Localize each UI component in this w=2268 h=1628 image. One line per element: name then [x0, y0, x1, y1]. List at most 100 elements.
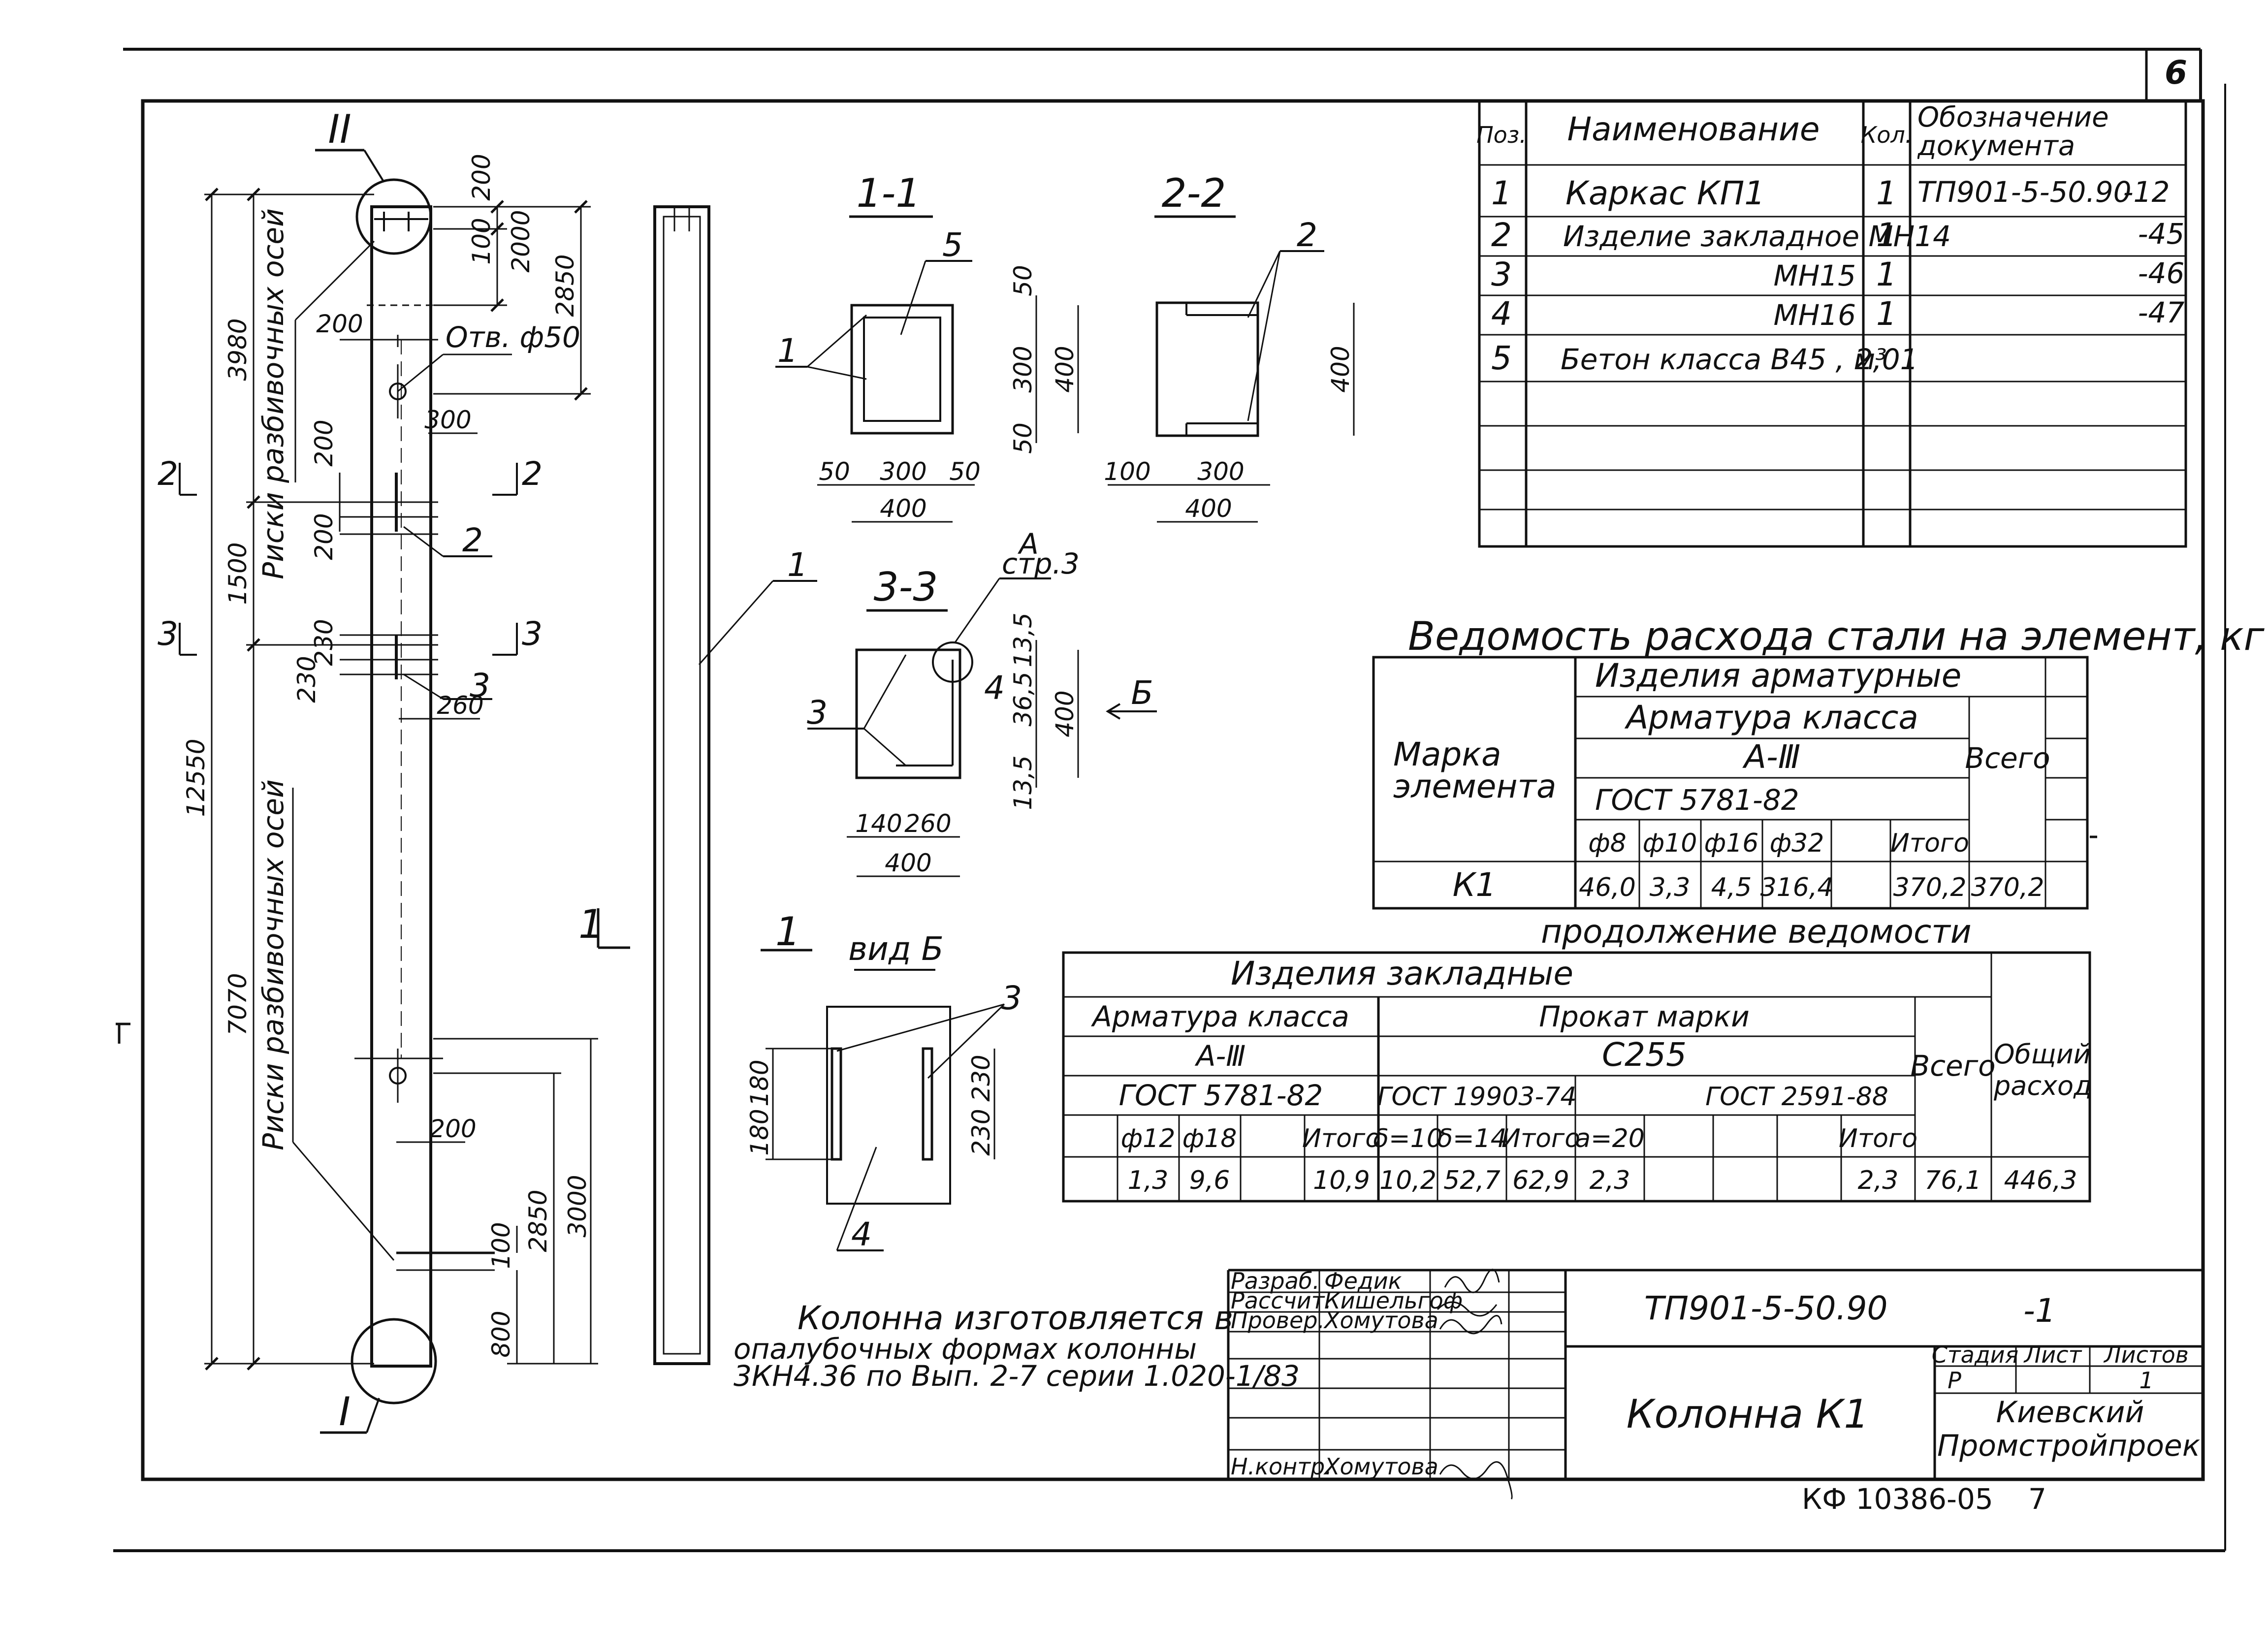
embed-col-d14: δ=14	[1437, 1124, 1507, 1153]
note-line-2: опалубочных формах колонны	[734, 1332, 1197, 1366]
steel-mark-header-2: элемента	[1393, 767, 1556, 805]
dim-3000: 3000	[563, 1175, 592, 1237]
tb-role-3: Провер.	[1231, 1307, 1325, 1334]
spec-row5-pos: 5	[1491, 339, 1512, 377]
spec-row4-pos: 4	[1491, 295, 1512, 333]
steel-total-header: Всего	[1965, 741, 2050, 775]
s11-dim-h1: 50	[1009, 265, 1037, 296]
cut-3-left: 3	[158, 615, 178, 653]
section-3-3: 3-3 А стр.3 3 4 140 260 400 13,5 36,5 13…	[807, 527, 1157, 877]
embed-total-header: Всего	[1910, 1049, 1995, 1083]
embed-table-title: продолжение ведомости	[1541, 913, 1972, 951]
detail-a-label: А	[1017, 527, 1039, 561]
dim-200-low: 200	[429, 1115, 476, 1143]
dim-2000: 2000	[507, 210, 535, 272]
s11-dim-h2: 300	[1009, 346, 1037, 392]
s11-dim-a: 50	[819, 457, 850, 486]
spec-row2-doc-suffix: -45	[2138, 217, 2185, 251]
node-i-label: I	[339, 1389, 351, 1435]
s33-dim-h2: 36,5	[1009, 671, 1037, 726]
section-1-1-title: 1-1	[857, 170, 921, 216]
manufacturing-note: Колонна изготовляется в опалубочных форм…	[734, 1299, 1300, 1393]
signature-2	[1437, 1301, 1498, 1317]
s22-dim-h: 400	[1326, 346, 1355, 392]
spec-row4-name: МН16	[1774, 298, 1856, 332]
embed-values: 1,3 9,6 10,9 10,2 52,7 62,9 2,3 2,3 76,1…	[1128, 1166, 2077, 1195]
embed-val-d14: 52,7	[1443, 1166, 1501, 1195]
hole-label: Отв. ф50	[446, 320, 580, 354]
sheet-frame: 6 КФ 10386-05 7	[113, 48, 2226, 1552]
section-3-3-title: 3-3	[874, 564, 938, 610]
pos-2-sec: 2	[1297, 216, 1317, 254]
signature-3	[1439, 1315, 1502, 1335]
pos-4-vb: 4	[851, 1215, 872, 1253]
embed-val-itogo-1: 10,9	[1313, 1166, 1370, 1195]
page-number: 6	[2165, 54, 2187, 92]
dim-200b: 200	[310, 419, 338, 466]
steel-gost: ГОСТ 5781-82	[1595, 783, 1799, 817]
embed-col-headers: ф12 ф18 Итого δ=10 δ=14 Итого а=20 Итого	[1121, 1124, 1917, 1153]
spec-row3-pos: 3	[1491, 255, 1512, 293]
spec-row1-pos: 1	[1491, 174, 1512, 212]
tb-sheet-label: Лист	[2023, 1341, 2082, 1368]
note-line-1: Колонна изготовляется в	[798, 1299, 1233, 1337]
spec-row4-doc-suffix: -47	[2138, 296, 2185, 329]
pos-2-label: 2	[462, 521, 483, 559]
cut-1-elev: 1	[578, 901, 604, 947]
archive-code: КФ 10386-05	[1802, 1482, 1993, 1516]
s11-dim-h3: 50	[1009, 422, 1037, 454]
embed-val-itogo-2: 62,9	[1512, 1166, 1569, 1195]
spec-row5-qty: 2,01	[1854, 343, 1918, 376]
dim-total-height: 12550	[182, 738, 210, 817]
embed-rolled-gost-2: ГОСТ 2591-88	[1705, 1082, 1888, 1112]
spec-row3-name: МН15	[1774, 259, 1856, 292]
vb-dim-d: 230	[967, 1109, 995, 1155]
steel-val-f32: 316,4	[1760, 873, 1834, 902]
node-ii-circle	[355, 178, 432, 255]
vb-dim-a: 180	[745, 1059, 774, 1106]
steel-mark-header-1: Марка	[1393, 735, 1501, 773]
embed-val-total: 76,1	[1924, 1166, 1981, 1195]
embed-col-itogo-3: Итого	[1839, 1124, 1917, 1153]
cut-3-right: 3	[522, 615, 543, 653]
view-b-title: вид Б	[848, 930, 944, 968]
tb-role-7: Н.контр.	[1231, 1453, 1332, 1480]
column-elevation: II I 12550 3980 1500 7070 2	[158, 106, 630, 1435]
spec-row4-qty: 1	[1876, 295, 1897, 333]
view-b-mark: 1	[775, 909, 800, 955]
s33-dim-h1: 13,5	[1009, 612, 1037, 667]
view-b-arrow-label: Б	[1131, 674, 1153, 712]
spec-row1-qty: 1	[1876, 174, 1897, 212]
s33-dim-h: 400	[1051, 690, 1079, 737]
s11-dim-w: 400	[880, 494, 926, 523]
spec-header-doc: Обозначение документа	[1917, 103, 2109, 162]
pos-4-sec: 4	[984, 669, 1005, 707]
tb-stage-label: Стадия	[1932, 1341, 2018, 1368]
view-b: 1 вид Б 3 4 180 180 230 230	[745, 909, 1022, 1253]
tb-name-7: Хомутова	[1323, 1453, 1438, 1480]
pos-1-sec: 1	[777, 332, 798, 370]
steel-val-f8: 46,0	[1579, 873, 1636, 902]
spec-header-qty: Кол.	[1861, 122, 1913, 148]
tb-sheets: 1	[2139, 1367, 2153, 1394]
signature-1	[1444, 1269, 1500, 1293]
pos-3-vb: 3	[1001, 979, 1022, 1017]
cage-view: 1	[653, 205, 817, 1365]
embed-col-f12: ф12	[1121, 1124, 1176, 1153]
embed-val-d10: 10,2	[1379, 1166, 1437, 1195]
tb-doc-code: ТП901-5-50.90	[1644, 1289, 1887, 1327]
tb-name-3: Хомутова	[1323, 1307, 1438, 1334]
embed-armature-gost: ГОСТ 5781-82	[1119, 1079, 1323, 1112]
tb-name-1: Федик	[1324, 1268, 1402, 1294]
embed-val-grand: 446,3	[2004, 1166, 2077, 1195]
title-block: Разраб. Рассчит. Провер. Н.контр. Федик …	[1227, 1268, 2203, 1500]
vb-dim-c: 230	[967, 1054, 995, 1101]
embed-rolled-gost-1: ГОСТ 19903-74	[1377, 1082, 1577, 1112]
s11-dim-c: 50	[949, 457, 981, 486]
section-2-2-title: 2-2	[1162, 170, 1226, 216]
embed-val-a20: 2,3	[1590, 1166, 1630, 1195]
steel-col-f8: ф8	[1588, 829, 1627, 858]
steel-table: Ведомость расхода стали на элемент, кг М…	[1372, 613, 2265, 910]
embed-armature-class: А-Ⅲ	[1194, 1039, 1246, 1073]
